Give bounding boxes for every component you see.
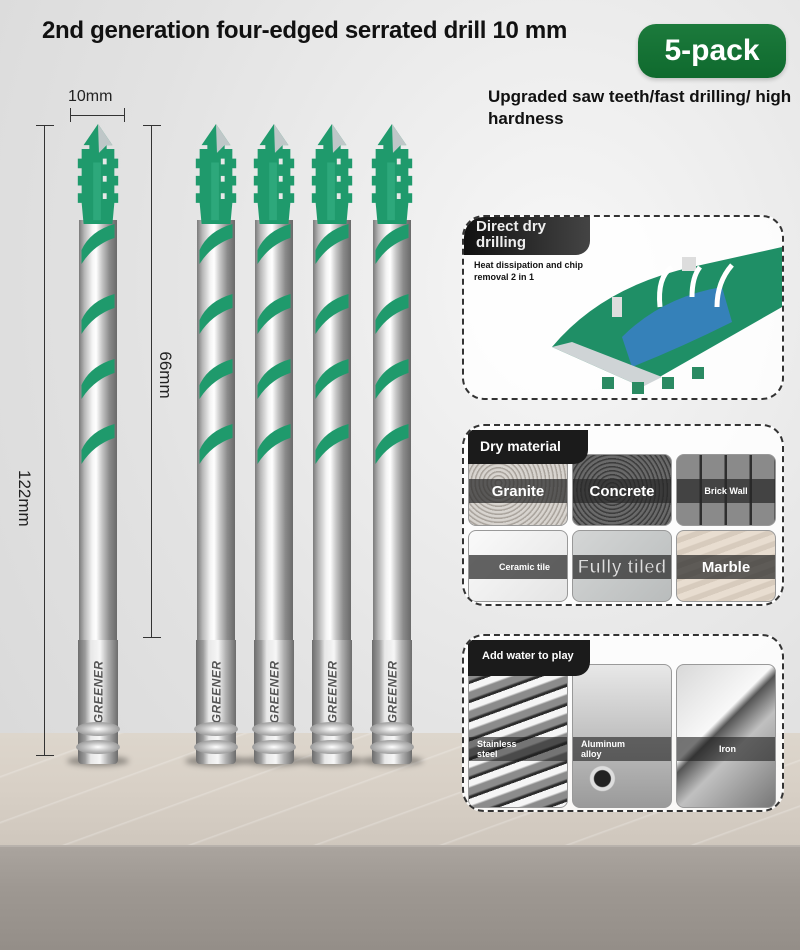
width-tick-right (124, 108, 125, 122)
drill-bit: GREENER (243, 124, 305, 766)
flute-spiral-icon (315, 359, 349, 399)
flute-length-tick-top (143, 125, 161, 126)
total-length-tick-bottom (36, 755, 54, 756)
add-water-panel: Add water to play Stainless steel Aluminu… (462, 634, 784, 812)
material-tile-iron: Iron (676, 664, 776, 808)
flute-spiral-icon (315, 294, 349, 334)
material-label: Marble (701, 558, 751, 576)
pack-badge: 5-pack (638, 24, 786, 78)
material-tile-aluminum-alloy: Aluminum alloy (572, 664, 672, 808)
shank-groove (76, 740, 120, 754)
brand-engraving: GREENER (385, 660, 399, 724)
shank-groove (370, 740, 414, 754)
width-dimension-line (70, 115, 124, 116)
drill-bit: GREENER (67, 124, 129, 766)
flute-spiral-icon (257, 294, 291, 334)
flute-spiral-icon (199, 224, 233, 264)
flute-spiral-icon (81, 424, 115, 464)
flute-spiral-icon (81, 224, 115, 264)
drill-tip-closeup-icon (552, 247, 782, 394)
flute-length-line (151, 125, 152, 637)
add-water-tag: Add water to play (468, 640, 590, 676)
flute-spiral-icon (375, 424, 409, 464)
flute-spiral-icon (375, 294, 409, 334)
shank-groove (194, 740, 238, 754)
flute-length-label: 66mm (156, 351, 175, 399)
drill-bit: GREENER (301, 124, 363, 766)
material-label: Concrete (589, 482, 655, 500)
flute-spiral-icon (257, 224, 291, 264)
flute-spiral-icon (81, 359, 115, 399)
material-label: Aluminum alloy (581, 739, 625, 759)
flute-spiral-icon (375, 359, 409, 399)
material-tile-ceramic-tile: Ceramic tile (468, 530, 568, 602)
width-tick-left (70, 108, 71, 122)
material-tile-fully-tiled: Fully tiled (572, 530, 672, 602)
serrated-tip-icon (195, 124, 237, 224)
material-label: Stainless steel (477, 739, 517, 759)
material-tile-concrete: Concrete (572, 454, 672, 526)
total-length-line (44, 125, 45, 755)
dry-drilling-tag: Direct dry drilling (464, 217, 590, 255)
feature-subtitle: Upgraded saw teeth/fast drilling/ high h… (488, 87, 792, 128)
shank-groove (252, 740, 296, 754)
dry-material-tag: Dry material (468, 430, 588, 464)
flute-spiral-icon (257, 424, 291, 464)
shank-groove (76, 722, 120, 736)
shank-groove (370, 722, 414, 736)
hex-shank: GREENER (194, 640, 238, 764)
brand-engraving: GREENER (267, 660, 281, 724)
brand-engraving: GREENER (209, 660, 223, 724)
hex-shank: GREENER (76, 640, 120, 764)
shank-groove (194, 722, 238, 736)
total-length-tick-top (36, 125, 54, 126)
flute-spiral-icon (257, 359, 291, 399)
serrated-tip-icon (77, 124, 119, 224)
flute-spiral-icon (81, 294, 115, 334)
material-tile-marble: Marble (676, 530, 776, 602)
drill-bit: GREENER (361, 124, 423, 766)
flute-spiral-icon (199, 359, 233, 399)
material-tile-stainless-steel: Stainless steel (468, 664, 568, 808)
material-tile-granite: Granite (468, 454, 568, 526)
hex-shank: GREENER (252, 640, 296, 764)
flute-spiral-icon (315, 224, 349, 264)
shank-groove (310, 740, 354, 754)
flute-spiral-icon (315, 424, 349, 464)
flute-spiral-icon (375, 224, 409, 264)
shank-groove (310, 722, 354, 736)
countertop-edge (0, 845, 800, 950)
material-label: Fully tiled (577, 556, 667, 578)
hex-shank: GREENER (310, 640, 354, 764)
flute-spiral-icon (199, 294, 233, 334)
brand-engraving: GREENER (325, 660, 339, 724)
drill-bit: GREENER (185, 124, 247, 766)
serrated-tip-icon (371, 124, 413, 224)
serrated-tip-icon (311, 124, 353, 224)
total-length-label: 122mm (15, 470, 34, 527)
width-dimension-label: 10mm (68, 88, 113, 105)
hex-shank: GREENER (370, 640, 414, 764)
flute-spiral-icon (199, 424, 233, 464)
dry-drilling-panel: Direct dry drilling Heat dissipation and… (462, 215, 784, 400)
material-label: Granite (491, 482, 545, 500)
material-label: Brick Wall (704, 486, 748, 496)
material-label: Iron (719, 744, 736, 754)
material-label: Ceramic tile (499, 562, 551, 572)
material-tile-brick-wall: Brick Wall (676, 454, 776, 526)
brand-engraving: GREENER (91, 660, 105, 724)
serrated-tip-icon (253, 124, 295, 224)
heat-dissipation-caption: Heat dissipation and chip removal 2 in 1 (474, 260, 584, 282)
product-title: 2nd generation four-edged serrated drill… (42, 17, 567, 44)
flute-length-tick-bottom (143, 637, 161, 638)
shank-groove (252, 722, 296, 736)
